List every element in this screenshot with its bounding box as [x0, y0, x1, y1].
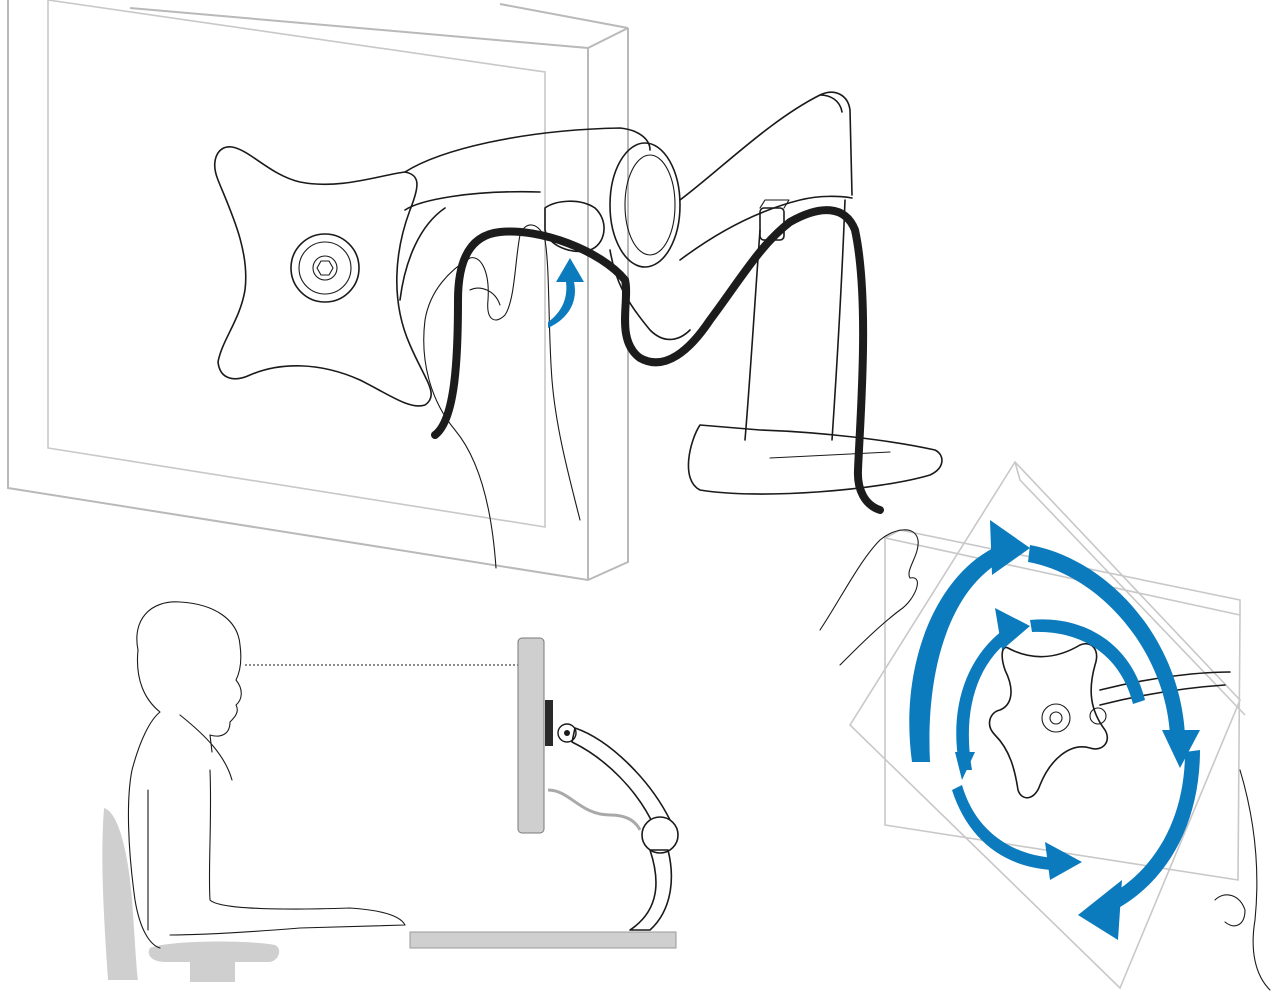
cable	[435, 210, 880, 510]
monitor-arm-side	[548, 724, 678, 930]
rotating-monitor-frames	[850, 462, 1245, 988]
monitor-outline	[8, 0, 628, 580]
desk	[410, 932, 676, 948]
vesa-mount-plate	[215, 147, 431, 406]
arrow-up-icon	[548, 258, 584, 328]
rotation-panel	[820, 462, 1270, 990]
hand	[424, 225, 580, 568]
left-hand	[820, 530, 918, 665]
cable-routing-panel	[8, 0, 942, 580]
ergonomic-height-panel	[102, 602, 678, 982]
monitor-side	[518, 638, 544, 833]
seated-person	[128, 602, 405, 948]
right-hand	[1215, 770, 1270, 990]
